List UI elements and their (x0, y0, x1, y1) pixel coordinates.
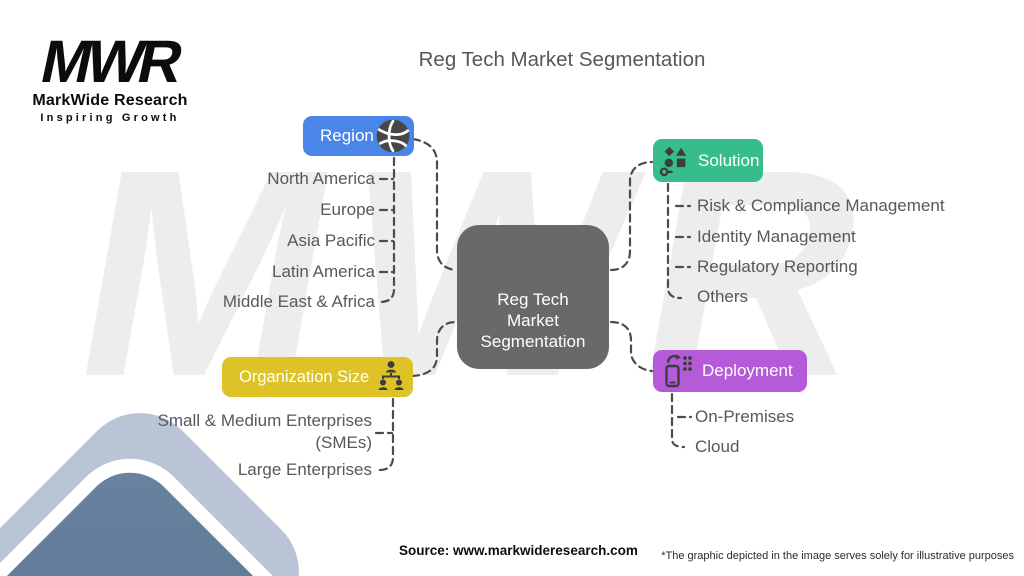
node-deployment: Deployment (653, 350, 807, 392)
brand-tagline: Inspiring Growth (40, 112, 180, 125)
node-deployment-label: Deployment (702, 361, 793, 380)
deployment-item: Cloud (695, 437, 740, 456)
region-item: Middle East & Africa (222, 292, 375, 311)
source-text: Source: www.markwideresearch.com (399, 543, 638, 558)
globe-icon (376, 119, 410, 153)
center-node-line: Reg Tech (497, 289, 569, 309)
disclaimer-text: *The graphic depicted in the image serve… (661, 550, 1014, 562)
node-region: Region (303, 116, 414, 156)
brand-logo: MWR MarkWide Research Inspiring Growth (30, 28, 190, 125)
organization-size-item: Large Enterprises (237, 460, 372, 479)
organization-size-item: Small & Medium Enterprises (SMEs) (157, 411, 372, 452)
page-title: Reg Tech Market Segmentation (418, 48, 706, 71)
solution-item: Identity Management (697, 227, 856, 246)
center-node-line: Market (507, 310, 559, 330)
center-node: Reg Tech Market Segmentation (457, 225, 609, 369)
shapes-icon (659, 146, 687, 176)
region-item: Europe (320, 200, 375, 219)
node-solution-label: Solution (698, 150, 760, 170)
brand-logo-mark: MWR (35, 28, 185, 95)
region-item: North America (267, 169, 375, 188)
solution-item: Others (697, 287, 749, 306)
center-node-line: Segmentation (480, 331, 586, 351)
deployment-icon (665, 354, 692, 388)
deployment-item: On-Premises (695, 407, 795, 426)
org-chart-icon (378, 361, 404, 390)
brand-name: MarkWide Research (32, 92, 188, 110)
node-solution: Solution (653, 139, 763, 182)
node-organization-size: Organization Size (222, 357, 413, 397)
node-organization-size-label: Organization Size (239, 367, 370, 386)
solution-item: Risk & Compliance Management (697, 196, 945, 215)
region-item: Latin America (272, 262, 375, 281)
region-item: Asia Pacific (287, 231, 375, 250)
solution-item: Regulatory Reporting (697, 257, 858, 276)
node-region-label: Region (320, 126, 374, 145)
